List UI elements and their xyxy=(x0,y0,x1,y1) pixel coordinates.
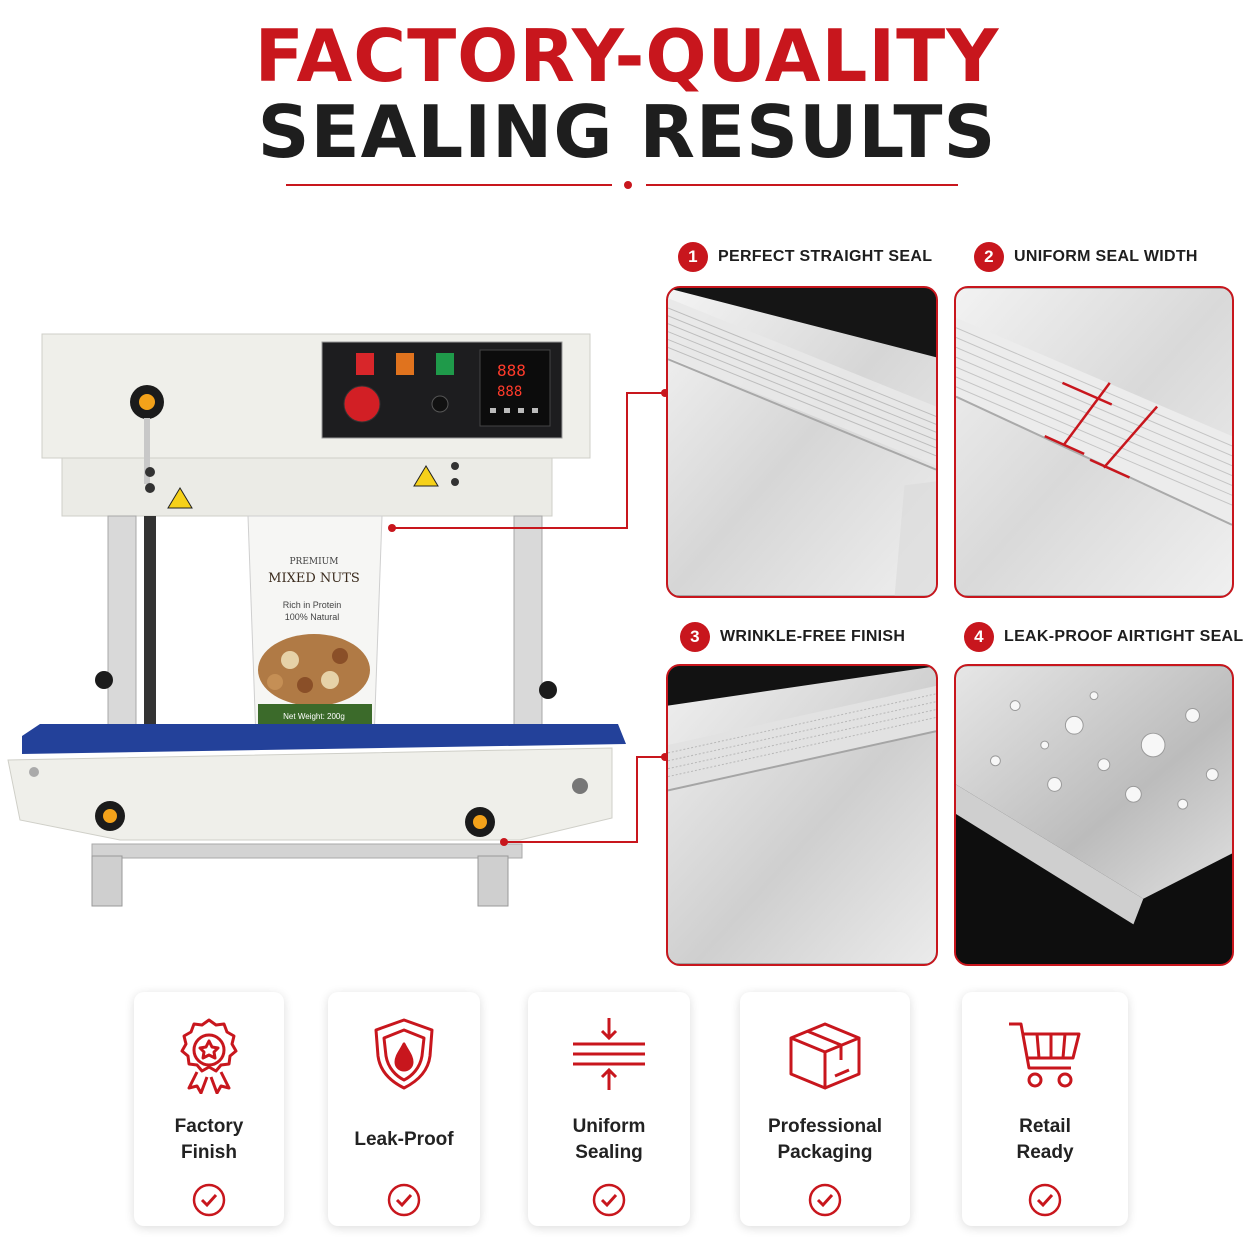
feature-2-panel xyxy=(954,286,1234,598)
width-measure-arrows xyxy=(1044,381,1159,479)
feature-3-number: 3 xyxy=(680,622,710,652)
divider-dot xyxy=(624,181,632,189)
feature-1-label: 1 PERFECT STRAIGHT SEAL xyxy=(678,242,932,272)
motor-switch[interactable] xyxy=(436,353,454,375)
power-switch[interactable] xyxy=(356,353,374,375)
connector-dot-3-end xyxy=(661,753,669,761)
check-circle-icon xyxy=(808,1183,842,1217)
heat-switch[interactable] xyxy=(396,353,414,375)
machine-illustration: 888 888 PREMIUM MIXED NUTS Rich in Prote… xyxy=(7,333,626,907)
svg-text:888: 888 xyxy=(497,384,522,400)
feature-4-panel xyxy=(954,664,1234,966)
speed-knob[interactable] xyxy=(431,395,449,413)
connector-line-3a xyxy=(504,841,638,843)
airtight-seal-image xyxy=(956,666,1232,964)
feature-1-number: 1 xyxy=(678,242,708,272)
svg-text:Net Weight: 200g: Net Weight: 200g xyxy=(283,712,345,721)
box-icon xyxy=(789,1022,861,1090)
emergency-stop-button[interactable] xyxy=(343,385,381,423)
connector-line-1a xyxy=(392,527,628,529)
feature-1-text: PERFECT STRAIGHT SEAL xyxy=(718,248,933,265)
shopping-cart-icon xyxy=(1009,1022,1081,1088)
band-sealer-machine: 888 888 PREMIUM MIXED NUTS Rich in Prote… xyxy=(0,320,640,920)
feature-3-label: 3 WRINKLE-FREE FINISH xyxy=(680,622,905,652)
check-circle-icon xyxy=(387,1183,421,1217)
uniform-width-image xyxy=(956,288,1232,596)
svg-text:PREMIUM: PREMIUM xyxy=(290,557,339,567)
divider-right xyxy=(646,184,958,186)
feature-1-panel xyxy=(666,286,938,598)
temperature-display xyxy=(479,349,551,427)
wrinkle-free-image xyxy=(668,666,936,964)
check-circle-icon xyxy=(592,1183,626,1217)
feature-4-text: LEAK-PROOF AIRTIGHT SEAL xyxy=(1004,628,1244,645)
connector-line-3c xyxy=(636,756,666,758)
award-ribbon-icon xyxy=(180,1018,238,1094)
conveyor-belt xyxy=(22,724,626,754)
svg-text:888: 888 xyxy=(497,361,526,380)
check-circle-icon xyxy=(192,1183,226,1217)
compress-lines-icon xyxy=(573,1018,645,1090)
shield-drop-icon xyxy=(374,1018,434,1090)
feature-2-number: 2 xyxy=(974,242,1004,272)
svg-text:Rich in Protein: Rich in Protein xyxy=(283,600,342,610)
check-circle-icon xyxy=(1028,1183,1062,1217)
feature-4-label: 4 LEAK-PROOF AIRTIGHT SEAL xyxy=(964,622,1244,652)
benefit-label-leak-proof: Leak-Proof xyxy=(354,1129,454,1150)
feature-2-text: UNIFORM SEAL WIDTH xyxy=(1014,248,1198,265)
connector-line-1c xyxy=(626,392,666,394)
svg-text:100% Natural: 100% Natural xyxy=(285,612,340,622)
feature-4-number: 4 xyxy=(964,622,994,652)
title-line-2: SEALING RESULTS xyxy=(257,90,997,174)
divider-left xyxy=(286,184,612,186)
straight-seal-image xyxy=(668,288,936,596)
connector-line-3b xyxy=(636,756,638,843)
svg-text:MIXED NUTS: MIXED NUTS xyxy=(268,571,360,586)
water-droplets xyxy=(990,691,1219,810)
feature-3-text: WRINKLE-FREE FINISH xyxy=(720,628,906,645)
benefit-card-leak-proof: Leak-Proof xyxy=(328,992,480,1226)
feature-3-panel xyxy=(666,664,938,966)
connector-dot-1-end xyxy=(661,389,669,397)
feature-2-label: 2 UNIFORM SEAL WIDTH xyxy=(974,242,1198,272)
title-line-1: FACTORY-QUALITY xyxy=(254,14,1000,98)
connector-line-1b xyxy=(626,392,628,529)
